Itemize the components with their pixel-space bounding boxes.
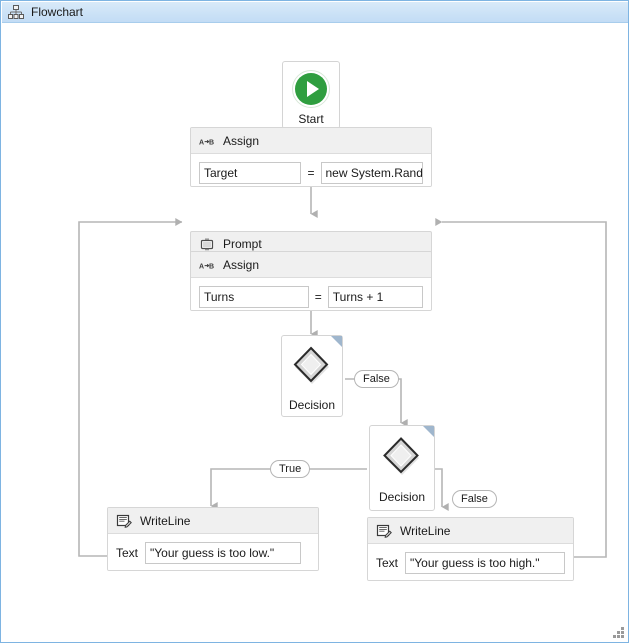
window-title: Flowchart <box>31 5 84 19</box>
assign-turns-body: Turns = Turns + 1 <box>191 278 431 310</box>
writeline-low-header: WriteLine <box>108 508 318 534</box>
writeline-low-field-label: Text <box>116 546 139 560</box>
writeline-low-body: Text "Your guess is too low." <box>108 534 318 570</box>
assign-target-title: Assign <box>223 133 260 148</box>
assign-icon: A B <box>199 257 215 273</box>
writeline-low-text-field[interactable]: "Your guess is too low." <box>145 542 302 564</box>
assign-target-to-field[interactable]: Target <box>199 162 302 184</box>
assign-turns-header: A B Assign <box>191 252 431 278</box>
writeline-icon <box>116 513 132 529</box>
writeline-icon <box>376 523 392 539</box>
svg-text:A: A <box>199 263 204 270</box>
flowchart-canvas[interactable]: Start A B Assign Target = new System.Ran… <box>2 23 628 642</box>
edge-label-decision2-true[interactable]: True <box>270 460 311 478</box>
decision-1-corner-marker <box>331 336 342 347</box>
play-icon <box>291 69 331 109</box>
diamond-icon <box>379 435 425 486</box>
window-titlebar: Flowchart <box>2 2 628 23</box>
writeline-high-body: Text "Your guess is too high." <box>368 544 573 580</box>
assign-target-from-field[interactable]: new System.Randor <box>320 162 423 184</box>
node-assign-turns[interactable]: A B Assign Turns = Turns + 1 <box>190 251 432 311</box>
diamond-icon <box>290 345 334 394</box>
start-label: Start <box>298 112 324 126</box>
writeline-high-field-label: Text <box>376 556 399 570</box>
decision-2-corner-marker <box>423 426 434 437</box>
assign-icon: A B <box>199 133 215 149</box>
node-writeline-low[interactable]: WriteLine Text "Your guess is too low." <box>107 507 319 571</box>
svg-text:A: A <box>199 139 204 146</box>
decision-1-label: Decision <box>288 398 336 412</box>
prompt-title: Prompt <box>223 237 262 251</box>
writeline-high-text-field[interactable]: "Your guess is too high." <box>405 552 565 574</box>
node-decision-2[interactable]: Decision <box>369 425 435 511</box>
svg-text:B: B <box>209 139 214 146</box>
assign-turns-to-field[interactable]: Turns <box>199 286 309 308</box>
flowchart-icon <box>8 4 24 20</box>
assign-target-operator: = <box>307 166 315 180</box>
svg-text:B: B <box>209 263 214 270</box>
assign-turns-from-field[interactable]: Turns + 1 <box>327 286 423 308</box>
assign-turns-operator: = <box>314 290 322 304</box>
edge-label-decision1-false[interactable]: False <box>354 370 399 388</box>
node-writeline-high[interactable]: WriteLine Text "Your guess is too high." <box>367 517 574 581</box>
edge-label-decision2-false[interactable]: False <box>452 490 497 508</box>
node-decision-1[interactable]: Decision <box>281 335 343 417</box>
input-dialog-icon <box>199 236 215 252</box>
assign-turns-title: Assign <box>223 257 260 272</box>
writeline-low-title: WriteLine <box>140 513 191 528</box>
writeline-high-title: WriteLine <box>400 523 451 538</box>
assign-target-body: Target = new System.Randor <box>191 154 431 186</box>
writeline-high-header: WriteLine <box>368 518 573 544</box>
node-start[interactable]: Start <box>282 61 340 129</box>
assign-target-header: A B Assign <box>191 128 431 154</box>
resize-grip-icon[interactable] <box>612 626 625 639</box>
node-assign-target[interactable]: A B Assign Target = new System.Randor <box>190 127 432 187</box>
decision-2-label: Decision <box>378 490 426 504</box>
